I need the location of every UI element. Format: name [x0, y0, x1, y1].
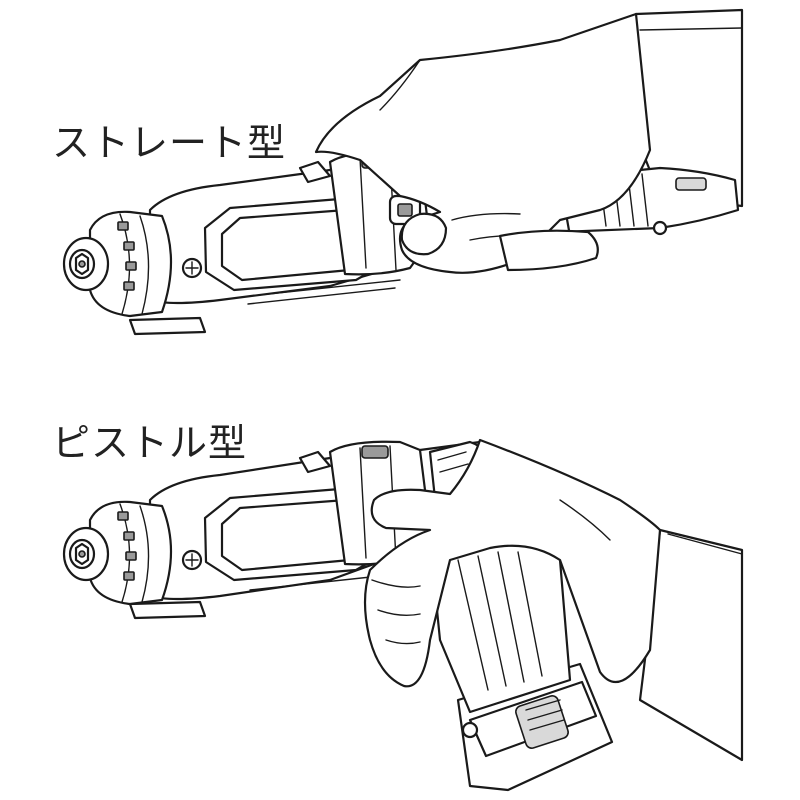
straight-type-illustration	[62, 8, 744, 336]
pistol-tool-body	[128, 440, 498, 620]
pistol-type-label: ピストル型	[52, 421, 248, 465]
straight-tool-chuck	[62, 210, 173, 318]
straight-type-hand	[314, 12, 652, 274]
straight-type-label: ストレート型	[52, 121, 287, 165]
pistol-type-illustration	[62, 438, 744, 792]
pistol-type-hand	[363, 438, 662, 688]
pistol-tool-chuck	[62, 500, 173, 606]
